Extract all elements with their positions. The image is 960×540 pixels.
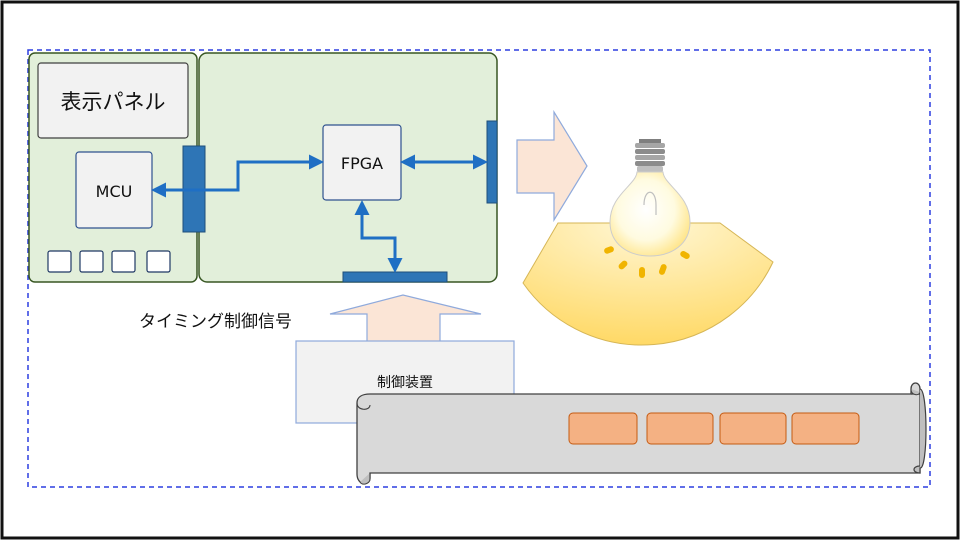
display-panel-box [37,62,189,139]
scroll-slot [719,412,787,445]
scroll-slot [791,412,860,445]
scroll-slot [646,412,714,445]
board-connector-right [486,120,498,204]
scroll-slot [568,412,638,445]
output-block-arrow [516,109,588,223]
light-bulb-icon [604,139,691,278]
fpga-label: FPGA [341,154,383,173]
timing-block-arrow [329,294,482,344]
panel-button [79,250,104,273]
panel-button [111,250,136,273]
panel-button [47,250,72,273]
system-boundary [27,49,931,488]
fpga-timing-link [354,200,403,273]
control-device-label: 制御装置 [377,375,433,391]
panel-button [146,250,171,273]
scroll-shape [356,382,927,485]
display-panel-label: 表示パネル [61,90,166,114]
mcu-fpga-link [151,154,324,198]
mcu-label: MCU [96,182,133,201]
timing-signal-label: タイミング制御信号 [139,312,292,332]
light-cone [522,222,774,346]
board-connector-bottom [342,271,448,283]
